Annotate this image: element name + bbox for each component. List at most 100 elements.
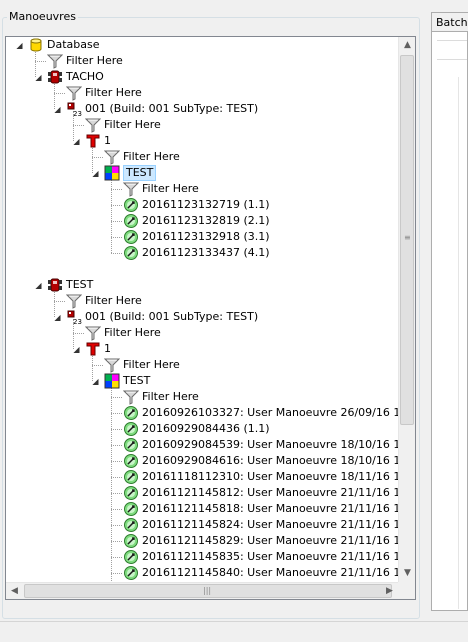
collapse-arrow-icon[interactable]: ◢: [92, 169, 99, 178]
horizontal-scroll-thumb[interactable]: |||: [24, 584, 392, 598]
tree-node-label: TEST: [66, 278, 94, 291]
manoeuvre-icon: [123, 501, 139, 517]
tree-node[interactable]: Filter Here: [84, 117, 161, 133]
tree-node-label: Filter Here: [104, 118, 161, 131]
manoeuvre-node[interactable]: 20161121145829: User Manoeuvre 21/11/16 …: [123, 533, 398, 549]
manoeuvre-icon: [123, 565, 139, 581]
manoeuvre-icon: [123, 421, 139, 437]
vehicle-icon: [47, 277, 63, 293]
filter-icon: [46, 53, 64, 69]
collapse-arrow-icon[interactable]: ◢: [16, 41, 23, 50]
vertical-scroll-thumb[interactable]: ≡: [400, 55, 414, 425]
tree-node[interactable]: Database: [28, 37, 100, 53]
filter-icon: [122, 181, 140, 197]
scroll-down-icon[interactable]: ▼: [404, 568, 411, 578]
manoeuvre-node[interactable]: 20160926103327: User Manoeuvre 26/09/16 …: [123, 405, 398, 421]
test-group-icon: [104, 165, 120, 181]
collapse-arrow-icon[interactable]: ◢: [35, 281, 42, 290]
tree-node[interactable]: Filter Here: [46, 53, 123, 69]
tree-node-label: 20161121145840: User Manoeuvre 21/11/16 …: [142, 566, 398, 579]
vehicle-icon: [47, 69, 63, 85]
tree-node[interactable]: Filter Here: [65, 293, 142, 309]
horizontal-scrollbar[interactable]: ◀ ||| ▶: [6, 582, 398, 599]
tree-node-label: Filter Here: [123, 150, 180, 163]
tree-node[interactable]: Filter Here: [122, 181, 199, 197]
collapse-arrow-icon[interactable]: ◢: [73, 137, 80, 146]
tree-node[interactable]: Filter Here: [103, 357, 180, 373]
manoeuvre-node[interactable]: 20161121145824: User Manoeuvre 21/11/16 …: [123, 517, 398, 533]
collapse-arrow-icon[interactable]: ◢: [35, 73, 42, 82]
vertical-scrollbar[interactable]: ▲ ≡ ▼: [398, 37, 415, 582]
tree-node-label: 1: [104, 342, 111, 355]
tree-node-label: Filter Here: [142, 182, 199, 195]
tree-node-label: 20161123132819 (2.1): [142, 214, 270, 227]
manoeuvre-node[interactable]: 20161121145812: User Manoeuvre 21/11/16 …: [123, 485, 398, 501]
tree-node-label: Filter Here: [142, 390, 199, 403]
manoeuvre-node[interactable]: 20161123132918 (3.1): [123, 229, 270, 245]
tree-node[interactable]: Filter Here: [84, 325, 161, 341]
filter-icon: [103, 149, 121, 165]
manoeuvre-icon: [123, 437, 139, 453]
test-group-icon: [104, 373, 120, 389]
scroll-right-icon[interactable]: ▶: [386, 586, 393, 596]
tree-node-label: 20160926103327: User Manoeuvre 26/09/16 …: [142, 406, 398, 419]
filter-icon: [65, 85, 83, 101]
tree-node-label: Filter Here: [85, 86, 142, 99]
tree-node[interactable]: Filter Here: [122, 389, 199, 405]
collapse-arrow-icon[interactable]: ◢: [73, 345, 80, 354]
database-icon: [28, 37, 44, 53]
group-title: Manoeuvres: [7, 10, 78, 23]
tree-node[interactable]: TACHO: [47, 69, 104, 85]
tree-node-label: Filter Here: [66, 54, 123, 67]
tree-node[interactable]: Filter Here: [103, 149, 180, 165]
collapse-arrow-icon[interactable]: ◢: [54, 313, 61, 322]
tree-node[interactable]: Filter Here: [65, 85, 142, 101]
splitter[interactable]: [425, 0, 429, 641]
tree-node-label: 20161121145835: User Manoeuvre 21/11/16 …: [142, 550, 398, 563]
filter-icon: [84, 325, 102, 341]
manoeuvre-node[interactable]: 20161123132719 (1.1): [123, 197, 270, 213]
build-icon: 23: [66, 309, 82, 326]
tree-node-label: 20161123132918 (3.1): [142, 230, 270, 243]
tree-node[interactable]: TEST: [104, 165, 157, 181]
manoeuvre-icon: [123, 549, 139, 565]
tree-node-label: 1: [104, 134, 111, 147]
manoeuvre-node[interactable]: 20161121145840: User Manoeuvre 21/11/16 …: [123, 565, 398, 581]
tree-node-label: 20161118112310: User Manoeuvre 18/11/16 …: [142, 470, 398, 483]
collapse-arrow-icon[interactable]: ◢: [92, 377, 99, 386]
filter-icon: [65, 293, 83, 309]
manoeuvre-node[interactable]: 20161121145818: User Manoeuvre 21/11/16 …: [123, 501, 398, 517]
tree-node[interactable]: TEST: [47, 277, 93, 293]
manoeuvre-icon: [123, 485, 139, 501]
manoeuvre-node[interactable]: 20160929084436 (1.1): [123, 421, 270, 437]
test-type-icon: [85, 133, 101, 149]
tree-node[interactable]: TEST: [104, 373, 150, 389]
tree-node-label: TACHO: [66, 70, 104, 83]
tree-node[interactable]: 1: [85, 341, 111, 357]
tree-node-label: Filter Here: [85, 294, 142, 307]
manoeuvre-node[interactable]: 20161118112310: User Manoeuvre 18/11/16 …: [123, 469, 398, 485]
tree-node-label: 20161121145812: User Manoeuvre 21/11/16 …: [142, 486, 398, 499]
svg-text:23: 23: [73, 318, 82, 325]
manoeuvre-node[interactable]: 20161121145835: User Manoeuvre 21/11/16 …: [123, 549, 398, 565]
tree-node-label: 20161121145824: User Manoeuvre 21/11/16 …: [142, 518, 398, 531]
manoeuvre-node[interactable]: 20160929084539: User Manoeuvre 18/10/16 …: [123, 437, 398, 453]
tree-node-label: 20160929084436 (1.1): [142, 422, 270, 435]
manoeuvre-node[interactable]: 20161123132819 (2.1): [123, 213, 270, 229]
tab-batch[interactable]: Batch: [431, 12, 468, 32]
collapse-arrow-icon[interactable]: ◢: [54, 105, 61, 114]
scroll-left-icon[interactable]: ◀: [11, 586, 18, 596]
tree-node-label: 20160929084616: User Manoeuvre 18/10/16 …: [142, 454, 398, 467]
manoeuvre-node[interactable]: 20161123133437 (4.1): [123, 245, 270, 261]
manoeuvre-node[interactable]: 20160929084616: User Manoeuvre 18/10/16 …: [123, 453, 398, 469]
batch-column-divider: [458, 77, 459, 609]
tree-node[interactable]: 1: [85, 133, 111, 149]
batch-panel: [431, 31, 468, 611]
scroll-up-icon[interactable]: ▲: [404, 40, 411, 50]
manoeuvre-icon: [123, 229, 139, 245]
